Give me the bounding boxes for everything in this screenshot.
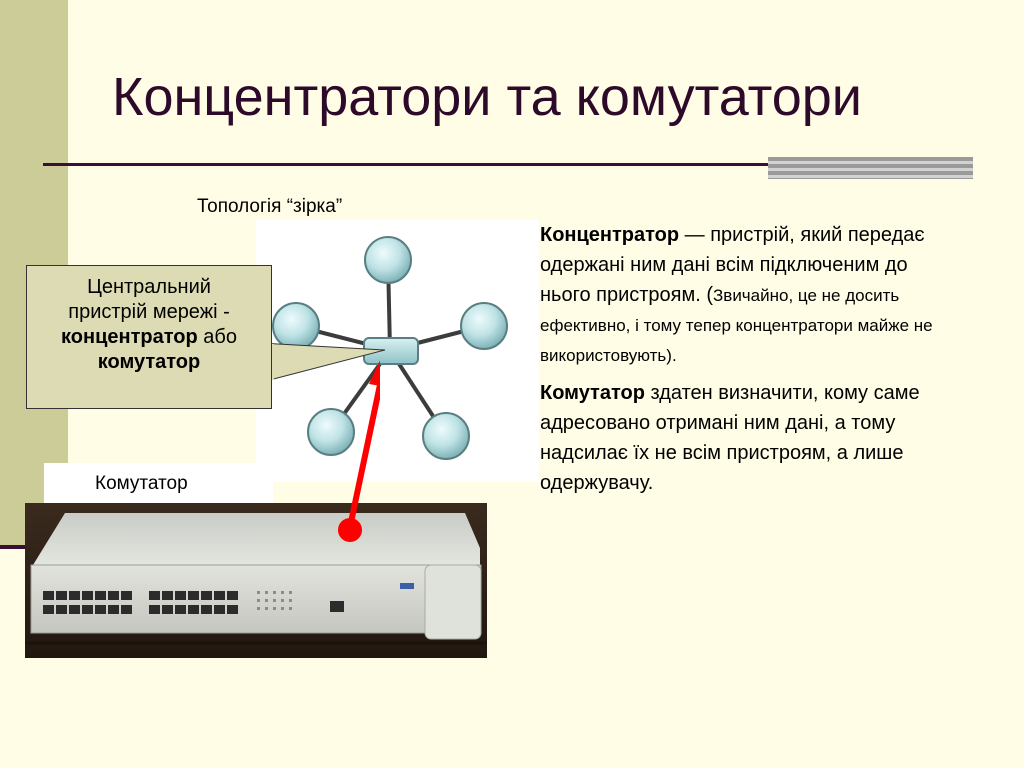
ethernet-ports	[43, 591, 238, 614]
callout-line3: концентратор або	[33, 325, 265, 350]
callout-conj: або	[203, 326, 237, 348]
red-pointer-arrow	[338, 360, 380, 542]
star-topology-diagram	[256, 220, 539, 482]
callout-box: Центральний пристрій мережі - концентрат…	[26, 265, 272, 409]
topology-label: Топологія “зірка”	[197, 196, 343, 217]
hub-term: Концентратор	[540, 224, 680, 246]
node-top	[364, 236, 412, 284]
hub-text: — пристрій, який передає одержані ним да…	[540, 224, 925, 306]
node-bottom-right	[422, 412, 470, 460]
switch-text: здатен визначити, кому саме адресовано о…	[540, 382, 920, 494]
brand-badge	[400, 583, 414, 589]
hub-paragraph: Концентратор — пристрій, який передає од…	[540, 220, 940, 370]
slide-title: Концентратори та комутатори	[112, 67, 862, 127]
description-text: Концентратор — пристрій, який передає од…	[540, 220, 940, 506]
switch-photo	[25, 503, 487, 658]
switch-term: Комутатор	[540, 382, 645, 404]
switch-paragraph: Комутатор здатен визначити, кому саме ад…	[540, 378, 940, 498]
hub-note: Звичайно, це не досить ефективно, і тому…	[540, 286, 933, 365]
switch-label-backdrop	[44, 463, 273, 503]
callout-line4: комутатор	[33, 350, 265, 375]
callout-bold-switch: комутатор	[97, 351, 201, 373]
uplink-port	[330, 601, 344, 612]
switch-bezel	[424, 564, 482, 640]
switch-top-panel	[33, 513, 480, 565]
status-leds	[257, 591, 292, 610]
callout-line1: Центральний	[87, 276, 211, 298]
callout-bold-hub: концентратор	[61, 326, 198, 348]
title-underline	[43, 163, 773, 166]
title-accent-bar	[768, 157, 973, 179]
node-right	[460, 302, 508, 350]
switch-label: Комутатор	[95, 473, 188, 494]
callout-line2: пристрій мережі -	[68, 301, 230, 323]
node-bottom-left	[307, 408, 355, 456]
